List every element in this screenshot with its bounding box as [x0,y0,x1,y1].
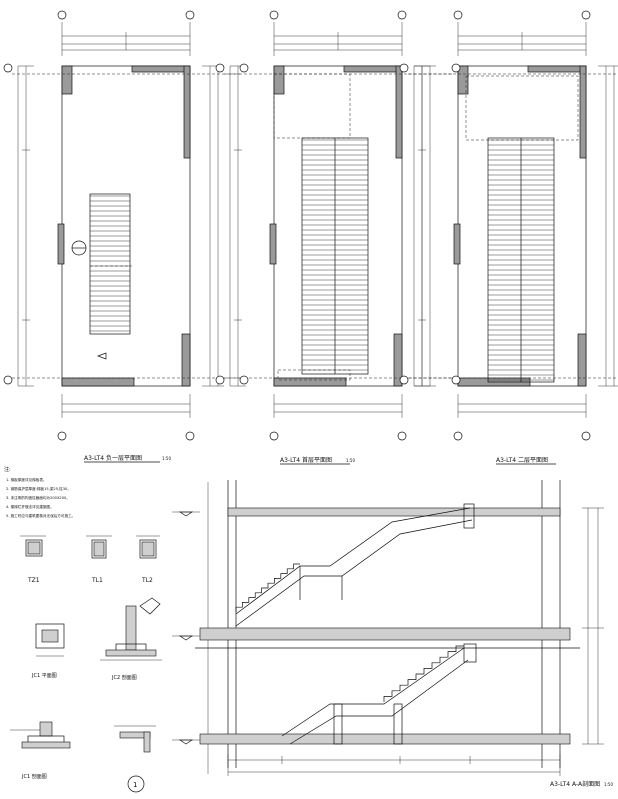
axis-bubble [453,431,463,441]
axis-bubble [581,431,591,441]
note-line-3: 3. 未注明的构造柱截面均为200X200。 [6,495,70,500]
axis-bubble [581,10,591,20]
detail-number: 1 [133,781,137,789]
axis-bubble [215,375,225,385]
axis-bubble [451,375,461,385]
axis-bubble [57,10,67,20]
axis-bubble [57,431,67,441]
axis-bubble [185,431,195,441]
axis-bubble [3,375,13,385]
plan-ground-floor [223,21,453,419]
axis-bubble [269,431,279,441]
axis-bubble [399,375,409,385]
axis-bubble [3,63,13,73]
section-title: A3-LT4 A-A剖面图 [550,780,600,788]
section-scale: 1:50 [604,782,613,787]
note-line-4: 4. 楼梯栏杆做法详见建施图。 [6,504,54,509]
details-area [10,535,162,793]
axis-bubble [239,63,249,73]
detail-jc1-plan-label: JC1 平面图 [31,673,57,679]
detail-tl1-label: TL1 [91,577,103,584]
plan-basement [11,21,241,419]
note-line-5: 5. 施工时应与建筑图核对无误后方可施工。 [6,513,75,518]
axis-bubble [269,10,279,20]
note-line-1: 1. 梯板厚度详见梯板表。 [6,477,47,482]
plan1-title: A3-LT4 负一层平面图 [84,454,142,462]
detail-jc2-section-label: JC2 剖面图 [111,674,137,681]
plan3-title: A3-LT4 二层平面图 [496,457,548,464]
detail-tz1-label: TZ1 [27,577,40,584]
axis-bubble [239,375,249,385]
axis-bubble [399,63,409,73]
axis-bubble [185,10,195,20]
axis-bubble [451,63,461,73]
detail-jc1-section-label: JC1 剖面图 [21,773,47,780]
detail-tl2-label: TL2 [141,577,153,584]
notes-heading: 注: [4,466,11,473]
axis-bubble [397,10,407,20]
section-aa [172,480,604,776]
axis-bubble [397,431,407,441]
plan1-scale: 1:50 [162,456,171,461]
plan2-scale: 1:50 [346,458,355,463]
axis-bubble [453,10,463,20]
note-line-2: 2. 钢筋保护层厚度:梯板15,梁25,柱30。 [6,486,71,491]
plan2-title: A3-LT4 首层平面图 [280,456,332,464]
axis-bubble [215,63,225,73]
